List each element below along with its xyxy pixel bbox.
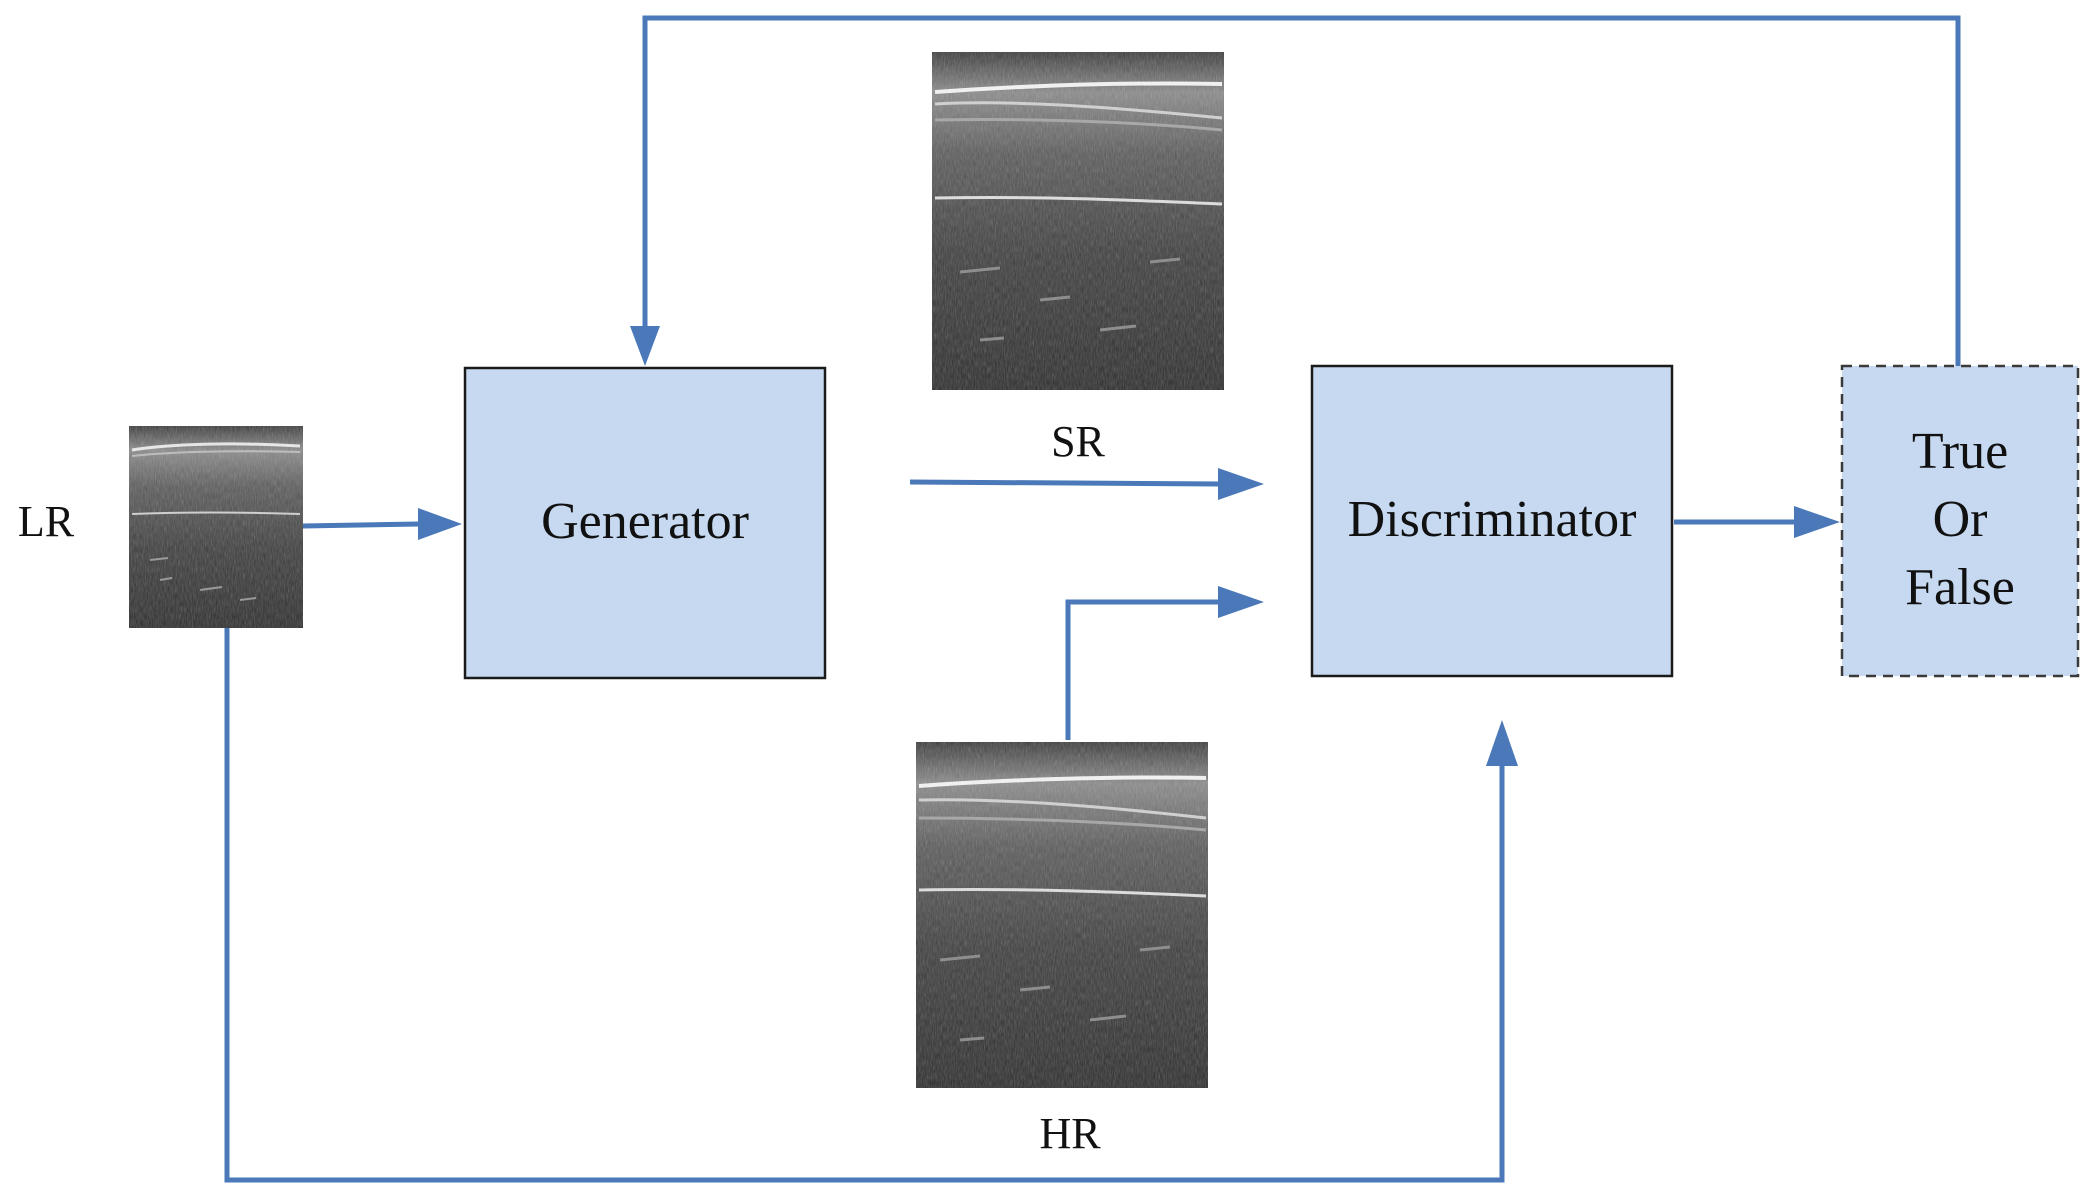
output-label-line-1: True <box>1912 423 2008 480</box>
hr-ultrasound-image <box>916 742 1208 1088</box>
feedback-line <box>642 15 1961 366</box>
discriminator-box <box>1310 364 1674 678</box>
feedback-arrowhead <box>630 326 660 366</box>
sr-label: SR <box>1051 417 1105 466</box>
generator-label: Generator <box>541 493 749 550</box>
sr-ultrasound-image <box>932 52 1224 390</box>
lr-label: LR <box>18 497 75 546</box>
lr-to-discriminator-line <box>224 628 1505 1183</box>
true-or-false-box <box>1840 364 2080 678</box>
output-label-line-3: False <box>1905 559 2015 616</box>
lr-to-generator-arrowhead <box>418 508 462 540</box>
sr-to-discriminator-line <box>909 479 1221 487</box>
lr-to-generator-line <box>302 521 421 529</box>
hr-to-discriminator-arrowhead <box>1218 586 1264 618</box>
hr-label: HR <box>1039 1109 1101 1158</box>
discriminator-to-output-arrowhead <box>1794 506 1840 538</box>
lr-to-discriminator-arrowhead <box>1486 720 1518 766</box>
generator-box <box>463 366 827 680</box>
hr-to-discriminator-line <box>1065 599 1222 740</box>
output-label-line-2: Or <box>1933 491 1988 548</box>
discriminator-label: Discriminator <box>1348 491 1637 548</box>
lr-ultrasound-image <box>129 426 303 628</box>
sr-to-discriminator-arrowhead <box>1218 468 1264 500</box>
